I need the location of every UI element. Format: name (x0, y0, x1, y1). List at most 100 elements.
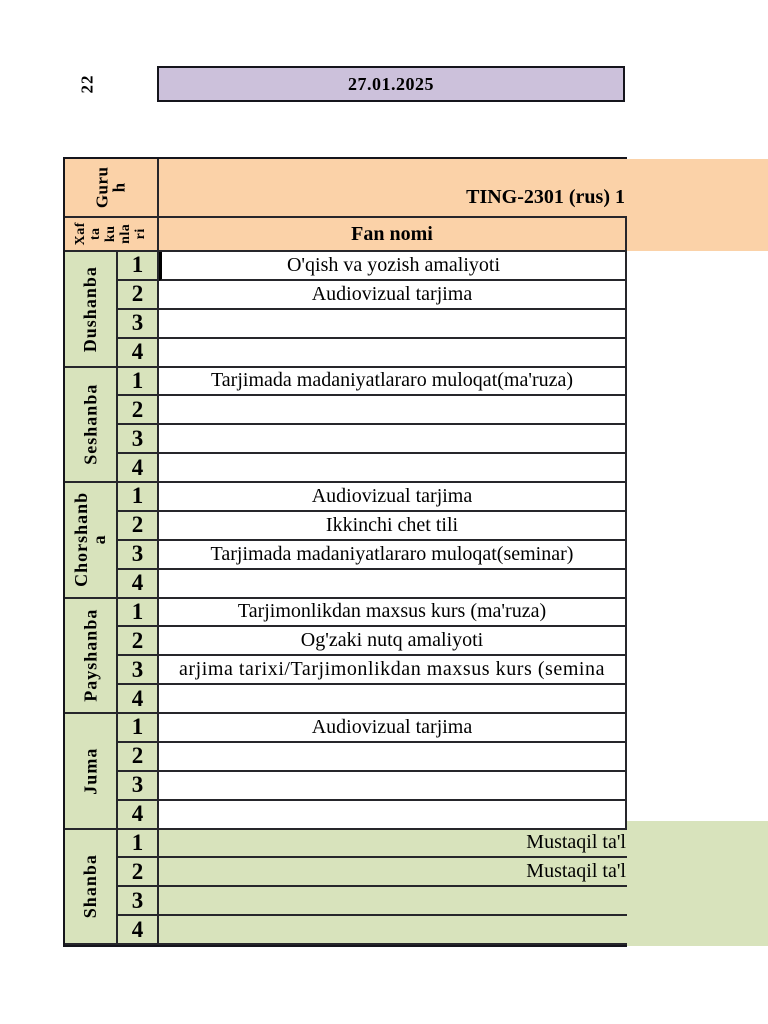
sheet-number: 22 (66, 62, 108, 106)
lesson-label: Tarjimada madaniyatlararo muloqat(semina… (210, 542, 574, 565)
lesson-number-label: 3 (131, 772, 144, 798)
day-label: Dushanba (80, 265, 101, 352)
lesson-cell[interactable] (159, 309, 627, 339)
lesson-number-cell: 1 (118, 252, 159, 281)
lesson-number-cell: 3 (118, 771, 159, 801)
lesson-number-cell: 4 (118, 569, 159, 599)
lesson-number-cell: 1 (118, 483, 159, 512)
header-fill-band (627, 159, 768, 251)
lesson-label: Mustaqil ta'l (526, 831, 626, 854)
lesson-cell[interactable] (159, 425, 627, 455)
lesson-number-label: 2 (131, 396, 144, 422)
lesson-label: Audiovizual tarjima (311, 282, 473, 305)
lesson-number-label: 2 (131, 627, 144, 653)
day-cell: Shanba (65, 829, 118, 945)
lesson-cell[interactable]: Tarjimada madaniyatlararo muloqat(ma'ruz… (159, 367, 627, 397)
lesson-label: arjima tarixi/Tarjimonlikdan maxsus kurs… (178, 658, 606, 681)
lesson-number-label: 3 (131, 310, 144, 336)
day-cell: Dushanba (65, 252, 118, 368)
week-days-axis-cell: Xaf ta ku nla ri (65, 218, 159, 252)
lesson-number-label: 2 (131, 858, 144, 884)
lesson-cell[interactable]: Tarjimonlikdan maxsus kurs (ma'ruza) (159, 598, 627, 628)
lesson-number-cell: 3 (118, 887, 159, 917)
lesson-cell[interactable] (159, 454, 627, 483)
lesson-number-label: 4 (131, 454, 144, 480)
day-cell: Seshanba (65, 367, 118, 483)
lesson-cell[interactable] (159, 338, 627, 368)
week-days-axis-label: Xaf ta ku nla ri (73, 222, 149, 246)
lesson-number-cell: 2 (118, 627, 159, 657)
lesson-label: O'qish va yozish amaliyoti (286, 253, 501, 276)
lesson-cell[interactable]: arjima tarixi/Tarjimonlikdan maxsus kurs… (159, 656, 627, 686)
day-label: Payshanba (80, 608, 101, 702)
lesson-number-label: 4 (131, 570, 144, 596)
lesson-number-label: 1 (131, 714, 144, 740)
lesson-cell[interactable]: Ikkinchi chet tili (159, 511, 627, 541)
lesson-cell[interactable]: Mustaqil ta'l (159, 829, 627, 859)
lesson-number-cell: 2 (118, 742, 159, 772)
lesson-number-label: 3 (131, 541, 144, 567)
lesson-label: Audiovizual tarjima (311, 715, 473, 738)
sheet-number-label: 22 (77, 74, 96, 94)
lesson-cell[interactable] (159, 771, 627, 801)
date-label: 27.01.2025 (348, 73, 434, 94)
lesson-number-cell: 2 (118, 280, 159, 310)
lesson-label: Tarjimada madaniyatlararo muloqat(ma'ruz… (210, 369, 574, 392)
lesson-number-label: 4 (131, 339, 144, 365)
day-cell: Payshanba (65, 598, 118, 714)
lesson-cell[interactable]: Tarjimada madaniyatlararo muloqat(semina… (159, 540, 627, 570)
day-label: Seshanba (80, 383, 101, 465)
lesson-number-label: 3 (131, 656, 144, 682)
lesson-number-label: 1 (131, 829, 144, 855)
group-axis-label: Guru h (92, 166, 129, 209)
lesson-cell[interactable] (159, 396, 627, 426)
lesson-number-label: 4 (131, 801, 144, 827)
day-label: Juma (80, 747, 101, 795)
lesson-cell[interactable] (159, 569, 627, 599)
lesson-number-cell: 1 (118, 714, 159, 743)
lesson-number-label: 4 (131, 916, 144, 942)
lesson-cell[interactable]: Audiovizual tarjima (159, 280, 627, 310)
lesson-cell[interactable]: Audiovizual tarjima (159, 483, 627, 512)
day-cell: Juma (65, 714, 118, 830)
lesson-number-label: 2 (131, 743, 144, 769)
lesson-cell[interactable]: Mustaqil ta'l (159, 858, 627, 888)
subject-column-header-label: Fan nomi (351, 222, 433, 245)
group-axis-cell: Guru h (65, 159, 159, 218)
lesson-number-cell: 1 (118, 598, 159, 628)
lesson-cell[interactable]: O'qish va yozish amaliyoti (159, 252, 627, 281)
lesson-cell[interactable]: Og'zaki nutq amaliyoti (159, 627, 627, 657)
schedule-table: Guru h TING-2301 (rus) 1 Xaf ta ku nla r… (63, 157, 627, 947)
lesson-number-cell: 3 (118, 309, 159, 339)
group-header-cell: TING-2301 (rus) 1 (159, 159, 627, 218)
lesson-number-label: 2 (131, 512, 144, 538)
lesson-number-cell: 4 (118, 338, 159, 368)
lesson-number-cell: 4 (118, 916, 159, 945)
lesson-number-label: 2 (131, 281, 144, 307)
lesson-number-cell: 1 (118, 829, 159, 859)
lesson-label: Mustaqil ta'l (526, 860, 626, 883)
group-name-label: TING-2301 (rus) 1 (466, 186, 625, 208)
lesson-number-label: 1 (131, 483, 144, 509)
lesson-label: Ikkinchi chet tili (325, 513, 459, 536)
lesson-cell[interactable] (159, 685, 627, 714)
lesson-cell[interactable]: Audiovizual tarjima (159, 714, 627, 743)
lesson-number-cell: 2 (118, 858, 159, 888)
lesson-number-label: 1 (131, 367, 144, 393)
lesson-number-label: 3 (131, 887, 144, 913)
lesson-number-cell: 4 (118, 800, 159, 830)
lesson-cell[interactable] (159, 742, 627, 772)
lesson-number-label: 4 (131, 685, 144, 711)
lesson-number-label: 3 (131, 425, 144, 451)
lesson-number-cell: 1 (118, 367, 159, 397)
lesson-number-cell: 4 (118, 685, 159, 714)
lesson-cell[interactable] (159, 887, 627, 917)
lesson-number-cell: 3 (118, 540, 159, 570)
lesson-number-cell: 2 (118, 511, 159, 541)
lesson-label: Og'zaki nutq amaliyoti (300, 629, 484, 652)
subject-column-header: Fan nomi (159, 218, 627, 252)
lesson-number-cell: 4 (118, 454, 159, 483)
lesson-cell[interactable] (159, 800, 627, 830)
lesson-cell[interactable] (159, 916, 627, 945)
